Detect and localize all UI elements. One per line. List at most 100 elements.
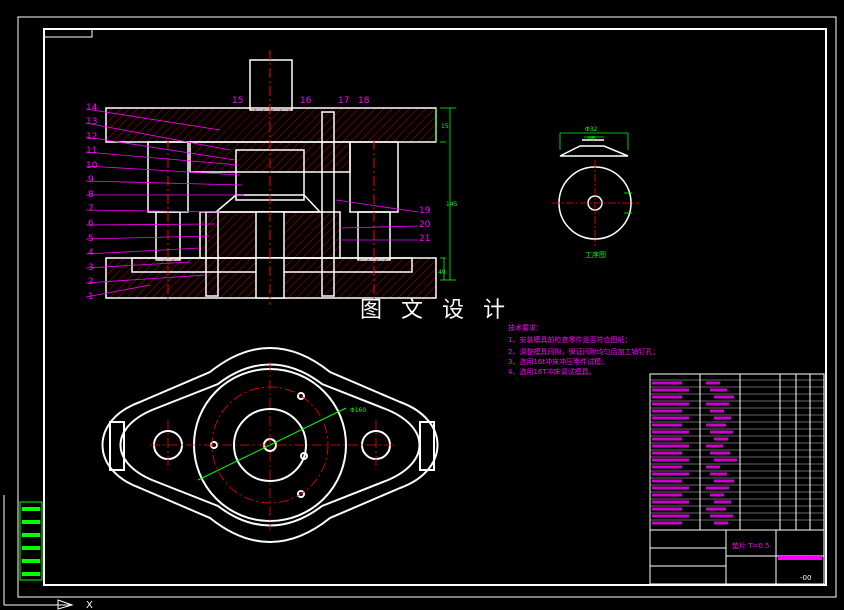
bom-cell-mark [652, 465, 682, 469]
part-number: 3 [88, 263, 94, 273]
part-number: 6 [88, 219, 94, 229]
bom-cell-mark [652, 437, 682, 441]
bom-cell-mark [652, 409, 682, 413]
dimension-text: Φ6 [588, 136, 595, 142]
plan-diameter-dim [197, 407, 347, 481]
bom-cell-mark [714, 458, 737, 462]
bom-cell-mark [714, 395, 734, 399]
part-number: 4 [88, 248, 94, 258]
bom-cell-mark [706, 444, 723, 448]
ucs-icon: X [3, 495, 93, 610]
part-number: 7 [88, 204, 94, 214]
part-number: 12 [86, 132, 97, 142]
bom-cell-mark [706, 507, 726, 511]
bom-cell-mark [710, 451, 730, 455]
svg-text:X: X [86, 600, 93, 610]
tech-item: 4、选用16T冲床调试模具。 [508, 367, 596, 376]
leaders-left [85, 108, 244, 298]
dimension-text: 40 [438, 269, 446, 276]
bom-cell-mark [706, 423, 726, 427]
tech-item: 1、安装模具前检查零件是否符合图纸； [508, 335, 631, 344]
part-number: 10 [86, 161, 98, 171]
punch-shank [249, 59, 293, 111]
part-number: 8 [88, 190, 94, 200]
part-number: 20 [419, 220, 431, 230]
section-centerlines [167, 50, 375, 305]
bom-cell-mark [652, 423, 682, 427]
part-number: 1 [88, 292, 94, 302]
bom-cell-mark [652, 388, 689, 392]
section-view [105, 59, 437, 299]
upper-die-plate [105, 107, 437, 143]
bom-cell-mark [710, 514, 733, 518]
title-mark [778, 556, 822, 560]
workpiece-caption: 工序图 [585, 250, 606, 259]
part-number: 9 [88, 175, 94, 185]
title-part-name: 垫片 T=0.5 [732, 541, 770, 550]
part-number: 16 [300, 96, 312, 106]
bom-rows [650, 379, 824, 525]
part-numbers-top: 15 16 17 18 [232, 96, 370, 106]
bom-cell-mark [652, 395, 682, 399]
bom-cell-mark [714, 521, 728, 525]
tech-item: 3、选用16t冲床冲压零件试模； [508, 357, 608, 366]
part-number: 5 [88, 234, 94, 244]
bom-cell-mark [652, 444, 689, 448]
bom-cell-mark [652, 493, 682, 497]
part-number: 15 [232, 96, 243, 106]
bom-cell-mark [706, 465, 720, 469]
bom-cell-mark [710, 430, 733, 434]
part-number: 17 [338, 96, 349, 106]
bom-cell-mark [652, 479, 682, 483]
bom-cell-mark [714, 479, 734, 483]
bom-cell-mark [652, 402, 689, 406]
bom-cell-mark [710, 388, 727, 392]
part-number: 18 [358, 96, 370, 106]
tech-title: 技术要求： [508, 323, 543, 332]
bom-cell-mark [652, 514, 689, 518]
bom-cell-mark [652, 458, 689, 462]
tech-item: 2、调整模具间隙，保证间隙均匀后加工销钉孔； [508, 347, 659, 356]
part-number: 11 [86, 146, 97, 156]
workpiece-dims [559, 132, 632, 214]
frame-tab [43, 28, 93, 38]
part-numbers-right: 19 20 21 [419, 206, 431, 244]
section-dimensions [435, 107, 456, 281]
left-layer-legend [19, 501, 43, 581]
part-number: 21 [419, 234, 430, 244]
watermark-text: 图 文 设 计 [360, 298, 511, 323]
part-number: 14 [86, 103, 98, 113]
dimension-text: 15 [441, 123, 449, 130]
title-drawing-number: -00 [800, 574, 811, 582]
bom-cell-mark [706, 486, 729, 490]
bom-cell-mark [714, 416, 731, 420]
bom-cell-mark [652, 472, 689, 476]
bom-cell-mark [652, 507, 682, 511]
bom-cell-mark [710, 493, 724, 497]
bolt-right [321, 111, 335, 297]
bom-cell-mark [652, 430, 689, 434]
bom-cell-mark [652, 500, 689, 504]
bom-cell-mark [714, 437, 728, 441]
bom-cell-mark [706, 402, 729, 406]
bom-cell-mark [714, 500, 731, 504]
plan-punch-circle [233, 408, 307, 482]
plan-outer-outline [101, 347, 439, 543]
dimension-text: Φ160 [350, 407, 366, 414]
leaders-right [335, 199, 419, 241]
part-number: 19 [419, 206, 431, 216]
bom-cell-mark [652, 381, 682, 385]
dimension-text: 145 [446, 201, 458, 208]
part-numbers-left: 14 13 12 11 10 9 8 7 6 5 4 3 2 1 [86, 103, 98, 302]
bom-cell-mark [652, 486, 689, 490]
part-number: 13 [86, 117, 97, 127]
workpiece-centerlines [552, 160, 640, 246]
bom-cell-mark [652, 451, 682, 455]
plan-centerlines [150, 362, 396, 530]
sheet-outer-border [17, 16, 837, 598]
bom-cell-mark [652, 521, 682, 525]
bom-cell-mark [710, 409, 724, 413]
dimension-text: Φ32 [585, 126, 598, 133]
bom-cell-mark [710, 472, 727, 476]
